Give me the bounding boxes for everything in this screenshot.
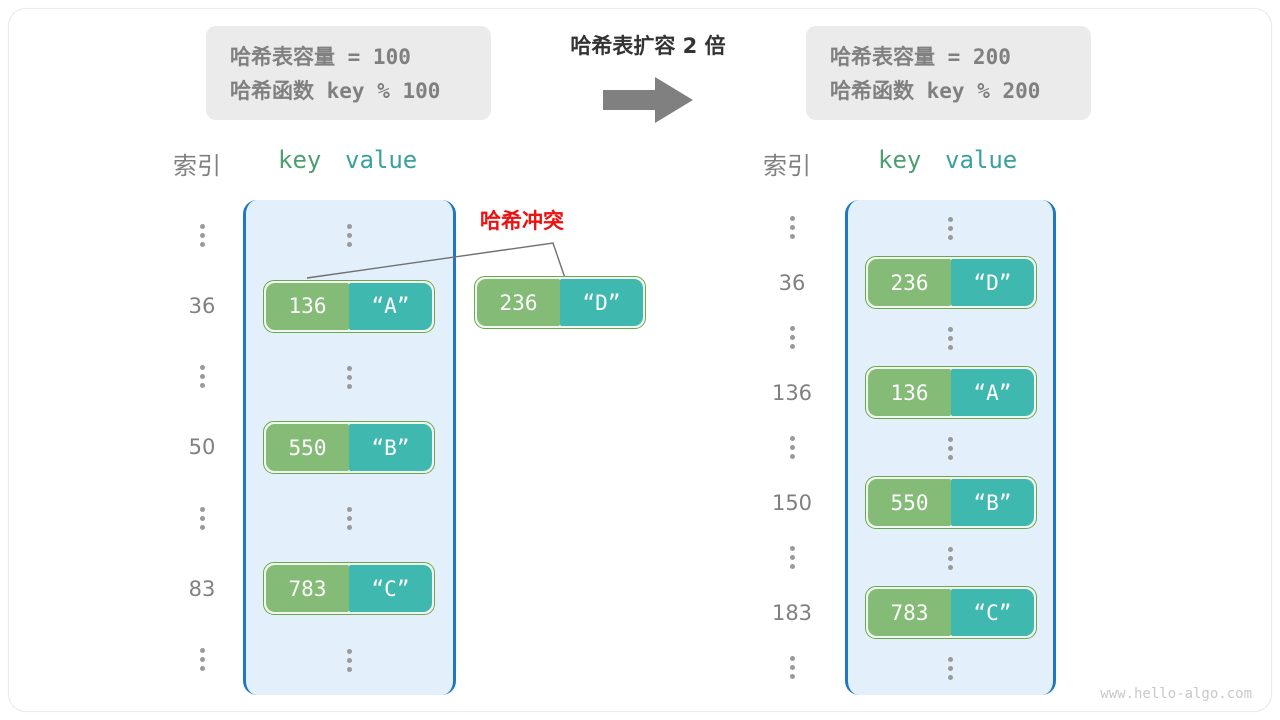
index-cell: [752, 200, 832, 255]
index-cell: [162, 483, 242, 554]
index-cell: [162, 341, 242, 412]
entry-value: “C”: [349, 565, 432, 613]
table-gap-ellipsis: [848, 326, 1053, 350]
table-entry-cell: 550“B”: [865, 476, 1037, 529]
hash-table-after: 236“D” 136“A” 550“B” 783“C”: [845, 200, 1056, 695]
index-cell: 36: [778, 270, 806, 295]
vertical-ellipsis-icon: [347, 224, 352, 248]
collision-pair-key: 236: [477, 279, 560, 326]
table-entry-cell: 783“C”: [865, 586, 1037, 639]
vertical-ellipsis-icon: [199, 648, 205, 672]
table-entry-cell: 550“B”: [263, 421, 435, 474]
table-gap-ellipsis: [848, 546, 1053, 570]
table-gap-ellipsis: [848, 216, 1053, 240]
info-box-before: 哈希表容量 = 100 哈希函数 key % 100: [206, 26, 491, 120]
vertical-ellipsis-icon: [948, 326, 953, 350]
info-hashfunc-before: 哈希函数 key % 100: [230, 79, 441, 103]
header-key-left: key: [278, 146, 322, 174]
header-index-left: 索引: [173, 152, 221, 180]
header-key-right: key: [878, 146, 922, 174]
entry-key: 783: [868, 589, 951, 636]
index-cell: [162, 200, 242, 271]
vertical-ellipsis-icon: [789, 216, 795, 239]
info-capacity-before: 哈希表容量 = 100: [230, 45, 411, 69]
vertical-ellipsis-icon: [347, 365, 352, 389]
index-cell: 36: [188, 294, 216, 319]
vertical-ellipsis-icon: [789, 656, 795, 679]
vertical-ellipsis-icon: [789, 436, 795, 459]
entry-key: 550: [266, 424, 349, 471]
collision-pair-value: “D”: [560, 279, 643, 326]
table-gap-ellipsis: [246, 365, 453, 389]
index-cell: 83: [188, 576, 216, 601]
collision-label: 哈希冲突: [480, 209, 564, 233]
vertical-ellipsis-icon: [199, 365, 205, 389]
index-cell: 150: [771, 490, 813, 515]
index-cell: 136: [771, 380, 813, 405]
table-entry-cell: 236“D”: [865, 256, 1037, 309]
table-entry-cell: 136“A”: [263, 279, 435, 333]
collision-pointer-line: [306, 242, 566, 279]
vertical-ellipsis-icon: [948, 656, 953, 680]
entry-value: “D”: [951, 259, 1034, 306]
vertical-ellipsis-icon: [347, 648, 352, 672]
index-cell: [752, 420, 832, 475]
entry-key: 136: [868, 369, 951, 416]
header-value-left: value: [345, 146, 418, 174]
right-arrow-icon: [520, 74, 776, 126]
vertical-ellipsis-icon: [948, 546, 953, 570]
entry-key: 550: [868, 479, 951, 526]
info-box-after: 哈希表容量 = 200 哈希函数 key % 200: [806, 26, 1091, 120]
index-cell: [752, 530, 832, 585]
entry-value: “B”: [951, 479, 1034, 526]
entry-value: “B”: [349, 424, 432, 471]
index-column-left: 36 50 83: [162, 200, 242, 695]
index-cell: [752, 640, 832, 695]
entry-value: “A”: [349, 282, 432, 330]
vertical-ellipsis-icon: [199, 223, 205, 247]
collision-pair-cell: 236 “D”: [474, 276, 646, 329]
hash-table-before: 136“A” 550“B” 783“C”: [243, 200, 456, 695]
vertical-ellipsis-icon: [789, 326, 795, 349]
table-gap-ellipsis: [246, 224, 453, 248]
vertical-ellipsis-icon: [789, 546, 795, 569]
resize-title: 哈希表扩容 2 倍: [570, 34, 726, 58]
table-gap-ellipsis: [848, 656, 1053, 680]
index-column-right: 36 136 150 183: [752, 200, 832, 695]
entry-key: 136: [266, 282, 349, 330]
table-entry-cell: 783“C”: [263, 562, 435, 616]
header-value-right: value: [945, 146, 1018, 174]
entry-key: 783: [266, 565, 349, 613]
vertical-ellipsis-icon: [948, 436, 953, 460]
table-gap-ellipsis: [246, 648, 453, 672]
vertical-ellipsis-icon: [199, 506, 205, 530]
info-hashfunc-after: 哈希函数 key % 200: [830, 79, 1041, 103]
entry-value: “A”: [951, 369, 1034, 416]
entry-key: 236: [868, 259, 951, 306]
watermark: www.hello-algo.com: [1100, 686, 1252, 702]
table-gap-ellipsis: [848, 436, 1053, 460]
image-frame: [8, 8, 1272, 712]
index-cell: 183: [771, 600, 813, 625]
entry-value: “C”: [951, 589, 1034, 636]
index-cell: [752, 310, 832, 365]
index-cell: 50: [188, 435, 216, 460]
table-gap-ellipsis: [246, 507, 453, 531]
table-entry-cell: 136“A”: [865, 366, 1037, 419]
index-cell: [162, 624, 242, 695]
vertical-ellipsis-icon: [347, 507, 352, 531]
header-index-right: 索引: [763, 152, 811, 180]
info-capacity-after: 哈希表容量 = 200: [830, 45, 1011, 69]
vertical-ellipsis-icon: [948, 216, 953, 240]
